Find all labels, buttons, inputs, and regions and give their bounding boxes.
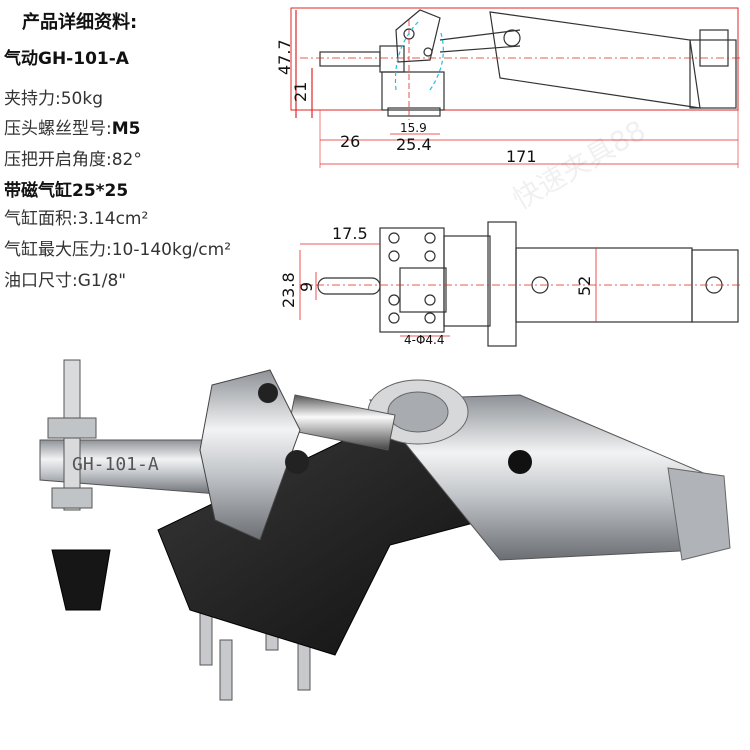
spec-model: 气动GH-101-A xyxy=(4,49,129,69)
arm-engraving: GH-101-A xyxy=(72,454,159,475)
spec-row-open-angle: 压把开启角度:82° xyxy=(4,145,142,170)
pivot-bolt-top xyxy=(258,383,278,403)
spec-panel: 产品详细资料: 气动GH-101-A 夹持力:50kg 压头螺丝型号:M5 压把… xyxy=(0,0,300,300)
spec-row-value: 10-140kg/cm² xyxy=(111,240,232,260)
side-view-drawing xyxy=(290,7,740,168)
spindle-nut-bottom xyxy=(51,487,93,509)
spec-row-cylinder-pressure: 气缸最大压力:10-140kg/cm² xyxy=(4,235,231,260)
dim-height-total: 47.7 xyxy=(275,39,294,75)
spec-row-value: G1/8" xyxy=(77,271,127,291)
spec-row-value: 82° xyxy=(111,150,142,170)
lever-linkage xyxy=(199,369,301,541)
dim-left-offset: 26 xyxy=(340,132,360,151)
spec-row-value: 3.14cm² xyxy=(77,209,149,229)
dim-bolt-offset: 17.5 xyxy=(332,224,368,243)
spec-row-port-size: 油口尺寸:G1/8" xyxy=(4,266,126,291)
spec-row-label: 气缸最大压力: xyxy=(4,240,112,260)
dim-width-outer: 23.8 xyxy=(279,272,298,308)
spec-row-label: 夹持力: xyxy=(4,89,61,109)
pivot-bolt-mid xyxy=(285,450,309,474)
dim-mounting-holes: 4-Φ4.4 xyxy=(404,333,445,347)
spec-row-value: 50kg xyxy=(60,89,104,109)
dim-height-base: 21 xyxy=(291,82,310,102)
spec-row-label: 油口尺寸: xyxy=(4,271,78,291)
spindle-nut-top xyxy=(47,417,97,439)
cylinder-heading: 带磁气缸25*25 xyxy=(4,181,129,201)
dim-base-width: 25.4 xyxy=(396,135,432,154)
dim-slot: 15.9 xyxy=(400,121,427,135)
spec-row-cylinder-area: 气缸面积:3.14cm² xyxy=(4,204,148,229)
spec-row-label: 气缸面积: xyxy=(4,209,78,229)
pivot-bolt-right xyxy=(508,450,532,474)
spec-title: 产品详细资料: xyxy=(22,12,138,33)
top-view-drawing xyxy=(299,221,740,347)
dim-length: 171 xyxy=(506,147,537,166)
air-cylinder xyxy=(367,379,731,561)
spec-row-clamping-force: 夹持力:50kg xyxy=(4,84,103,109)
rubber-tip xyxy=(51,549,111,611)
spec-row-label: 压把开启角度: xyxy=(4,150,112,170)
dim-cylinder-width: 52 xyxy=(575,276,594,296)
spec-row-screw-model: 压头螺丝型号:M5 xyxy=(4,114,140,139)
spec-row-value: M5 xyxy=(111,119,141,139)
dim-slot-width: 9 xyxy=(297,282,316,292)
product-photo: GH-101-A xyxy=(39,359,731,701)
spec-row-label: 压头螺丝型号: xyxy=(4,119,112,139)
